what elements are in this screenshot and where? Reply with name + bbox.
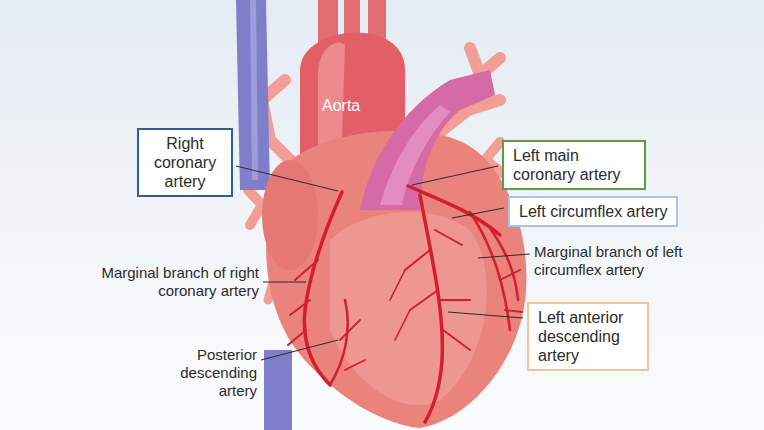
vena-cava-highlight	[250, 0, 258, 180]
vessel-label: Aorta	[322, 97, 360, 115]
vena-cava	[236, 0, 270, 190]
callout-text: Left main coronary artery	[513, 146, 635, 184]
callout-text: Left circumflex artery	[519, 202, 667, 221]
artery-label: Posterior descending artery	[171, 346, 257, 400]
leader-lines	[236, 166, 530, 360]
callout-box: Left anterior descending artery	[527, 302, 649, 371]
vena-cava	[264, 350, 292, 430]
right-atrium	[262, 160, 318, 270]
callout-text: Right coronary artery	[148, 134, 222, 191]
callout-box: Right coronary artery	[137, 128, 233, 197]
callout-box: Left main coronary artery	[502, 140, 646, 190]
callout-text: Left anterior descending artery	[538, 308, 638, 365]
pulmonary-trunk	[360, 70, 495, 210]
callout-box: Left circumflex artery	[508, 196, 678, 227]
coronary-arteries	[288, 186, 522, 422]
artery-label: Marginal branch of right coronary artery	[89, 264, 259, 300]
heart-highlight	[330, 212, 487, 405]
artery-label: Marginal branch of left circumflex arter…	[534, 243, 694, 279]
